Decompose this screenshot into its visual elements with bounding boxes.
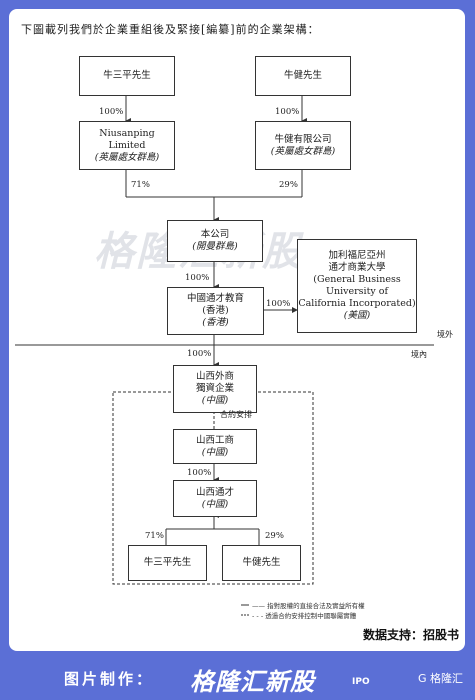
pct-71-bottom: 71% — [145, 531, 164, 541]
box-china-tongcai-hk: 中國通才教育 (香港) (香港) — [167, 287, 264, 335]
pct-hk-to-wfoe: 100% — [187, 349, 212, 359]
box-niu-sanping-top: 牛三平先生 — [79, 56, 175, 96]
pct-29-bottom: 29% — [265, 531, 284, 541]
connector-lines — [15, 94, 434, 616]
footer-brand: 格隆汇新股 — [190, 668, 315, 696]
legend-dashed: - - - 透過合約安排控制中國聯屬實體 — [252, 612, 357, 620]
footer-bar: 图片制作： 格隆汇新股 IPO G 格隆汇 — [0, 651, 475, 700]
box-niu-jian-top: 牛健先生 — [255, 56, 351, 96]
box-gbucal: 加利福尼亞州 通才商業大學 (General Business Universi… — [297, 239, 417, 333]
pct-hk-to-gbucal: 100% — [266, 299, 291, 309]
footer-made-by: 图片制作： — [64, 670, 155, 688]
pct-71-top: 71% — [131, 180, 150, 190]
box-niu-sanping-bottom: 牛三平先生 — [128, 545, 207, 581]
pct-company-to-hk: 100% — [185, 273, 210, 283]
box-shanxi-wfoe: 山西外商 獨資企業 (中國) — [173, 365, 257, 413]
label-contractual: 合約安排 — [220, 410, 252, 419]
box-shanxi-gongshang: 山西工商 (中國) — [173, 429, 257, 464]
data-source: 数据支持：招股书 — [362, 628, 459, 642]
footer-ipo: IPO — [352, 677, 370, 687]
diagram-card: 下圖載列我們於企業重組後及緊接[編纂]前的企業架構： 格隆汇新股 — [9, 9, 465, 651]
label-onshore: 境內 — [411, 350, 427, 359]
box-niu-jian-bottom: 牛健先生 — [222, 545, 301, 581]
label-offshore: 境外 — [437, 330, 453, 339]
box-niusanping-limited: Niusanping Limited (英屬處女群島) — [79, 121, 175, 170]
box-shanxi-tongcai: 山西通才 (中國) — [173, 480, 257, 517]
pct-niusanping-ltd: 100% — [99, 107, 124, 117]
box-niujian-limited: 牛健有限公司 (英屬處女群島) — [255, 121, 351, 170]
pct-niujian-ltd: 100% — [275, 107, 300, 117]
pct-29-top: 29% — [279, 180, 298, 190]
legend-solid: —— 指對股權的直接合法及實益所有權 — [252, 602, 365, 610]
box-company: 本公司 (開曼群島) — [167, 220, 263, 262]
intro-text: 下圖載列我們於企業重組後及緊接[編纂]前的企業架構： — [21, 23, 320, 36]
pct-gongshang-to-tongcai: 100% — [187, 468, 212, 478]
footer-logo: G 格隆汇 — [417, 672, 463, 685]
